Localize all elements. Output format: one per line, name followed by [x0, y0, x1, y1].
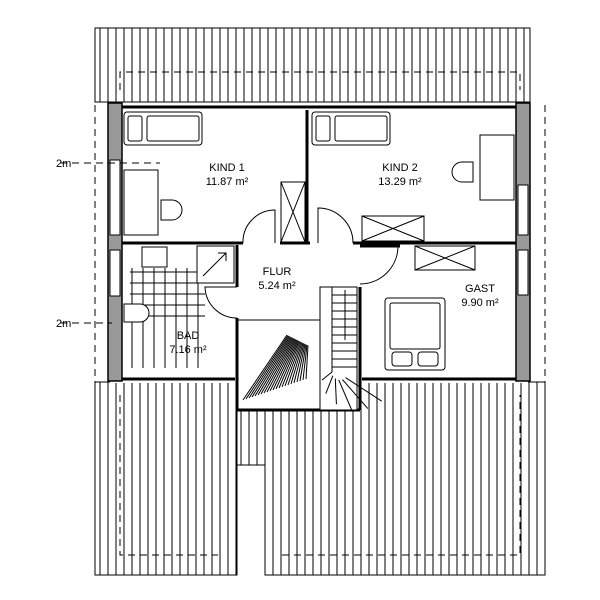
svg-text:GAST: GAST: [465, 283, 495, 295]
roof-2m-line-top: [119, 71, 521, 90]
room-label-bad: BAD 7.16 m²: [169, 330, 207, 356]
room-label-kind2: KIND 2 13.29 m²: [378, 162, 422, 188]
svg-text:KIND 2: KIND 2: [382, 162, 417, 174]
hatch-line: [248, 335, 290, 399]
window-kind1[interactable]: [109, 159, 121, 236]
hatch-line: [245, 335, 289, 400]
svg-text:5.24 m²: 5.24 m²: [258, 280, 296, 292]
hatch-line: [257, 337, 293, 396]
dimension-label-2m-bottom: 2m: [56, 318, 71, 330]
stair-tread: [325, 375, 334, 394]
roof-2m-line-left: [119, 395, 218, 556]
stair-tread: [338, 379, 352, 410]
storage-hatching: [242, 334, 309, 401]
hatch-line: [278, 340, 300, 389]
sink: [141, 246, 168, 268]
roof-hatching: [99, 28, 538, 575]
window-kind2[interactable]: [517, 184, 529, 236]
bed-kind2: [311, 111, 391, 146]
desk-kind1: [123, 169, 159, 236]
staircase[interactable]: [319, 286, 383, 411]
svg-text:7.16 m²: 7.16 m²: [169, 344, 207, 356]
hatch-line: [281, 341, 301, 388]
room-label-kind1: KIND 1 11.87 m²: [206, 162, 249, 188]
wall-right: [515, 102, 531, 382]
stair-tread: [342, 379, 369, 409]
bed-gast: [384, 297, 446, 371]
hatch-line: [284, 341, 302, 387]
hatch-line: [302, 344, 308, 381]
bed-kind1: [123, 111, 203, 146]
hatch-line: [242, 334, 288, 401]
stair-tread: [345, 377, 383, 402]
toilet: [123, 303, 150, 323]
svg-text:11.87 m²: 11.87 m²: [206, 176, 249, 188]
hatch-line: [293, 343, 305, 384]
svg-text:BAD: BAD: [177, 330, 200, 342]
room-label-flur: FLUR 5.24 m²: [258, 266, 296, 292]
stair-outline: [319, 286, 358, 411]
svg-text:KIND 1: KIND 1: [209, 162, 244, 174]
stair-tread: [321, 371, 333, 381]
desk-kind2: [479, 134, 515, 201]
svg-text:FLUR: FLUR: [263, 266, 292, 278]
hatch-line: [260, 337, 294, 395]
hatch-line: [272, 339, 298, 391]
hatch-line: [290, 342, 304, 385]
wall-left: [107, 102, 123, 382]
hatch-line: [305, 345, 309, 380]
chair-kind1: [160, 199, 183, 221]
stair-tread: [334, 378, 337, 405]
hatch-line: [266, 338, 296, 393]
door-bad[interactable]: [204, 286, 238, 319]
hatch-line: [251, 336, 291, 398]
window-bad[interactable]: [109, 249, 121, 297]
hatch-line: [275, 340, 299, 390]
hatch-line: [263, 338, 295, 394]
roof-top-outline: [94, 27, 531, 103]
hatch-line: [254, 336, 292, 397]
shower: [196, 245, 235, 284]
hatch-line: [269, 339, 297, 392]
svg-text:13.29 m²: 13.29 m²: [378, 176, 422, 188]
dimension-label-2m-top: 2m: [56, 158, 71, 170]
hatch-line: [296, 343, 306, 383]
door-kind2[interactable]: [317, 207, 354, 244]
room-label-gast: GAST 9.90 m²: [461, 283, 499, 309]
chair-kind2: [451, 161, 474, 183]
shower-arrow-icon: [202, 252, 227, 277]
door-kind1[interactable]: [242, 209, 276, 244]
svg-text:9.90 m²: 9.90 m²: [461, 297, 499, 309]
door-gast[interactable]: [359, 245, 399, 285]
window-gast[interactable]: [517, 249, 529, 296]
hatch-line: [287, 342, 303, 386]
hatch-line: [299, 344, 307, 382]
